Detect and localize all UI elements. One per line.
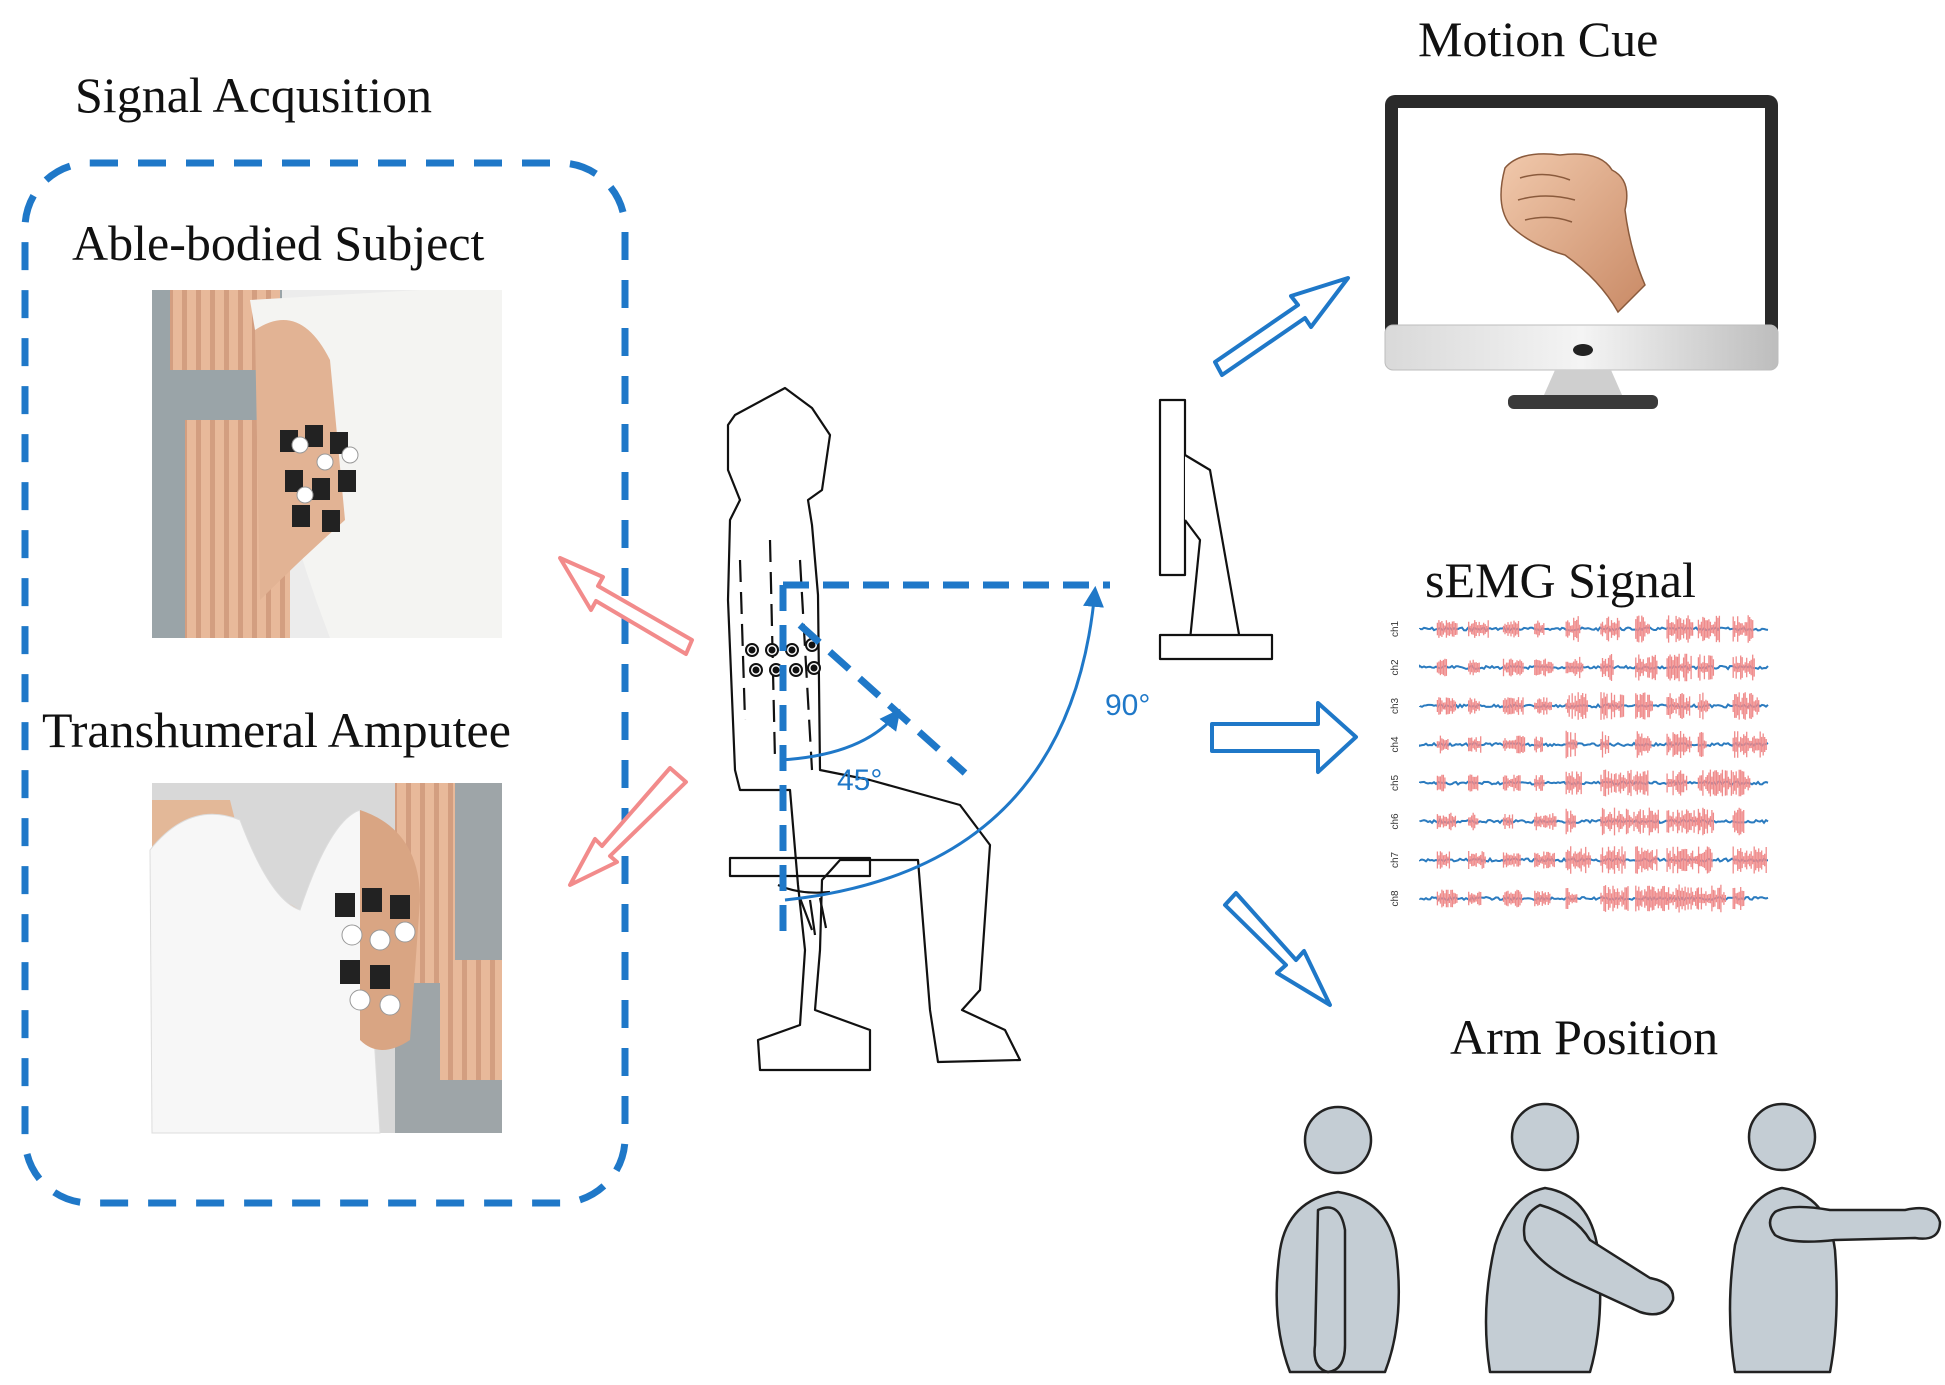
semg-burst [1436,692,1760,720]
transhumeral-photo [149,783,502,1134]
semg-burst [1436,615,1754,643]
angle-45-label: 45° [837,764,882,797]
semg-burst [1436,769,1751,797]
arm-position-title: Arm Position [1450,1009,1718,1065]
semg-burst [1436,807,1745,836]
semg-burst [1436,884,1745,913]
angle-90-label: 90° [1105,689,1150,722]
channel-label: ch8 [1390,890,1401,907]
able-bodied-label: Able-bodied Subject [72,215,485,271]
arm-position-figure-90 [1728,1102,1942,1374]
pink-arrow-lower [568,766,688,887]
semg-burst [1436,730,1767,759]
channel-label: ch4 [1390,736,1401,753]
channel-label: ch6 [1390,813,1401,830]
hand-fist-icon [1500,153,1646,314]
diagonal-45-line [797,622,968,776]
motion-cue-title: Motion Cue [1418,11,1658,67]
channel-label: ch7 [1390,851,1401,868]
transhumeral-label: Transhumeral Amputee [42,702,511,758]
signal-acquisition-title: Signal Acqusition [75,67,432,123]
able-bodied-photo [152,290,502,638]
arm-position-figure-45 [1484,1102,1675,1374]
semg-signal-title: sEMG Signal [1425,552,1696,608]
semg-burst [1436,846,1767,874]
channel-label: ch3 [1390,697,1401,714]
channel-label: ch2 [1390,659,1401,676]
blue-arrow-to-semg [1210,701,1358,774]
arc-45-arrow [779,708,901,762]
pink-arrow-upper [558,556,694,656]
acquisition-dashed-box [21,159,629,1207]
blue-arrow-to-arm-position [1223,891,1332,1007]
electrode-array [745,638,821,677]
side-monitor-outline [1158,398,1274,661]
semg-traces: ch1 ch2 ch3 ch4 ch5 ch6 ch7 ch8 [1390,615,1769,913]
arc-90-arrow [784,585,1104,902]
arm-position-figure-down [1275,1105,1401,1374]
semg-burst [1436,653,1755,682]
seated-person [726,386,1022,1072]
channel-label: ch5 [1390,774,1401,791]
blue-arrow-to-monitor [1213,276,1350,377]
channel-label: ch1 [1390,620,1401,637]
